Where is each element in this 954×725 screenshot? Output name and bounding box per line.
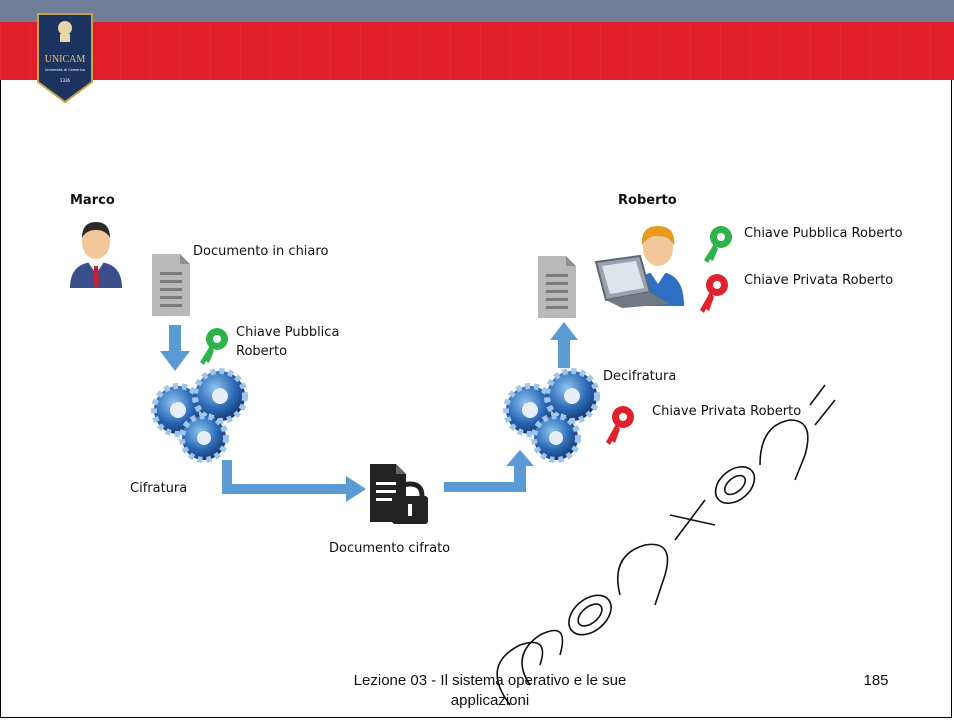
receiver-red-key-icon bbox=[700, 274, 728, 313]
decryption-gears-icon bbox=[503, 368, 600, 463]
receiver-private-key-label: Chiave Privata Roberto bbox=[744, 273, 894, 288]
receiver-green-key-icon bbox=[704, 226, 732, 263]
encryption-label: Cifratura bbox=[130, 481, 188, 496]
green-key-icon bbox=[200, 328, 228, 365]
encrypted-document-label: Documento cifrato bbox=[329, 541, 451, 556]
plain-document-icon bbox=[152, 254, 190, 316]
svg-text:1336: 1336 bbox=[60, 78, 71, 83]
down-arrow-icon bbox=[160, 325, 190, 371]
receiver-person-laptop-icon bbox=[594, 226, 684, 308]
footer-lesson-line1: Lezione 03 - Il sistema operativo e le s… bbox=[353, 672, 627, 689]
unicam-logo: UNICAM Università di Camerino 1336 bbox=[37, 13, 93, 104]
header-band-top bbox=[0, 0, 954, 22]
public-key-label-line2: Roberto bbox=[236, 344, 288, 359]
footer-lesson-line2: applicazioni bbox=[450, 692, 530, 709]
sender-person-icon bbox=[70, 222, 122, 288]
svg-text:UNICAM: UNICAM bbox=[45, 54, 86, 65]
decrypted-document-icon bbox=[538, 256, 576, 318]
flow-arrow-to-decryption bbox=[444, 450, 534, 492]
header-stripes bbox=[0, 22, 954, 80]
red-key-icon bbox=[606, 406, 634, 445]
public-key-label-line1: Chiave Pubblica bbox=[236, 325, 340, 340]
svg-text:Università di Camerino: Università di Camerino bbox=[45, 68, 85, 72]
receiver-public-key-label: Chiave Pubblica Roberto bbox=[744, 226, 903, 241]
flow-arrow-to-encrypted bbox=[222, 460, 366, 502]
receiver-name: Roberto bbox=[618, 193, 677, 208]
plain-document-label: Documento in chiaro bbox=[193, 244, 329, 259]
encryption-gears-icon bbox=[151, 368, 248, 463]
page-number: 185 bbox=[863, 672, 889, 689]
private-key-label: Chiave Privata Roberto bbox=[652, 404, 802, 419]
header-band-red bbox=[0, 22, 954, 80]
up-arrow-icon bbox=[550, 322, 578, 368]
encrypted-document-icon bbox=[370, 464, 428, 524]
decryption-label: Decifratura bbox=[603, 369, 677, 384]
sender-name: Marco bbox=[70, 193, 115, 208]
